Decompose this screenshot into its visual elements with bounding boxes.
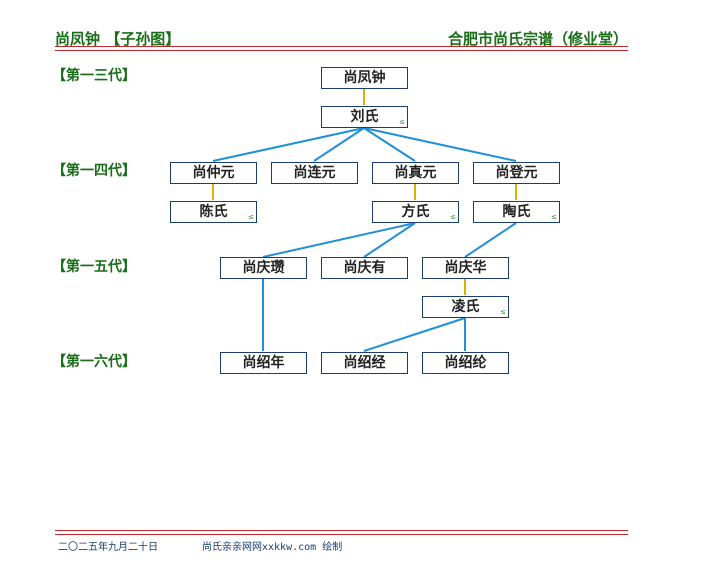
person-box-shaonian[interactable]: 尚绍年: [220, 352, 307, 374]
person-name: 尚登元: [495, 165, 538, 181]
chart-title: 尚凤钟 【子孙图】: [55, 30, 181, 48]
child-line-zhongyuan: [212, 127, 365, 162]
generation-label-16: 【第一六代】: [52, 354, 136, 370]
person-box-dengyuan[interactable]: 尚登元: [473, 162, 560, 184]
header-rule-bottom: [55, 50, 628, 51]
person-name: 刘氏: [350, 109, 379, 125]
person-name: 尚凤钟: [343, 70, 386, 86]
spouse-marker-icon: ≤: [551, 213, 557, 221]
child-line-zhenyuan: [363, 127, 416, 162]
person-name: 凌氏: [451, 299, 480, 315]
generation-label-15: 【第一五代】: [52, 259, 136, 275]
person-name: 尚绍纶: [444, 355, 487, 371]
spouse-marker-icon: ≤: [248, 213, 254, 221]
person-box-root[interactable]: 尚凤钟: [321, 67, 408, 89]
person-box-qingzan[interactable]: 尚庆瓒: [220, 257, 307, 279]
person-box-qinghua[interactable]: 尚庆华: [422, 257, 509, 279]
spouse-box-root[interactable]: 刘氏 ≤: [321, 106, 408, 128]
person-name: 尚绍年: [242, 355, 285, 371]
footer-rule-top: [55, 530, 628, 531]
person-name: 尚仲元: [192, 165, 235, 181]
spouse-box-tao[interactable]: 陶氏 ≤: [473, 201, 560, 223]
person-name: 尚庆有: [343, 260, 386, 276]
spouse-box-chen[interactable]: 陈氏 ≤: [170, 201, 257, 223]
spouse-marker-icon: ≤: [450, 213, 456, 221]
child-line-qinghua: [464, 222, 517, 258]
person-name: 方氏: [401, 204, 430, 220]
person-name: 尚庆华: [444, 260, 487, 276]
person-box-shaojing[interactable]: 尚绍经: [321, 352, 408, 374]
child-line-qingzan: [262, 222, 416, 258]
person-name: 陈氏: [199, 204, 228, 220]
header-rule-top: [55, 46, 628, 47]
footer-rule-bottom: [55, 534, 628, 535]
spouse-marker-icon: ≤: [500, 308, 506, 316]
genealogy-title: 合肥市尚氏宗谱（修业堂）: [447, 30, 628, 48]
person-name: 尚庆瓒: [242, 260, 285, 276]
person-box-qingyou[interactable]: 尚庆有: [321, 257, 408, 279]
footer-date: 二〇二五年九月二十日: [58, 542, 158, 553]
person-box-zhenyuan[interactable]: 尚真元: [372, 162, 459, 184]
person-box-lianyuan[interactable]: 尚连元: [271, 162, 358, 184]
spouse-box-fang[interactable]: 方氏 ≤: [372, 201, 459, 223]
person-name: 尚绍经: [343, 355, 386, 371]
person-box-shaolun[interactable]: 尚绍纶: [422, 352, 509, 374]
child-line-qingyou: [363, 222, 416, 258]
spouse-box-ling[interactable]: 凌氏 ≤: [422, 296, 509, 318]
person-name: 陶氏: [502, 204, 531, 220]
generation-label-14: 【第一四代】: [52, 163, 136, 179]
person-name: 尚真元: [394, 165, 437, 181]
child-line-lianyuan: [313, 127, 365, 162]
child-line-shaojing: [363, 317, 466, 352]
person-name: 尚连元: [293, 165, 336, 181]
spouse-marker-icon: ≤: [399, 118, 405, 126]
footer-credit: 尚氏亲亲网网xxkkw.com 绘制: [202, 542, 343, 553]
generation-label-13: 【第一三代】: [52, 68, 136, 84]
child-line-dengyuan: [363, 127, 517, 162]
person-box-zhongyuan[interactable]: 尚仲元: [170, 162, 257, 184]
